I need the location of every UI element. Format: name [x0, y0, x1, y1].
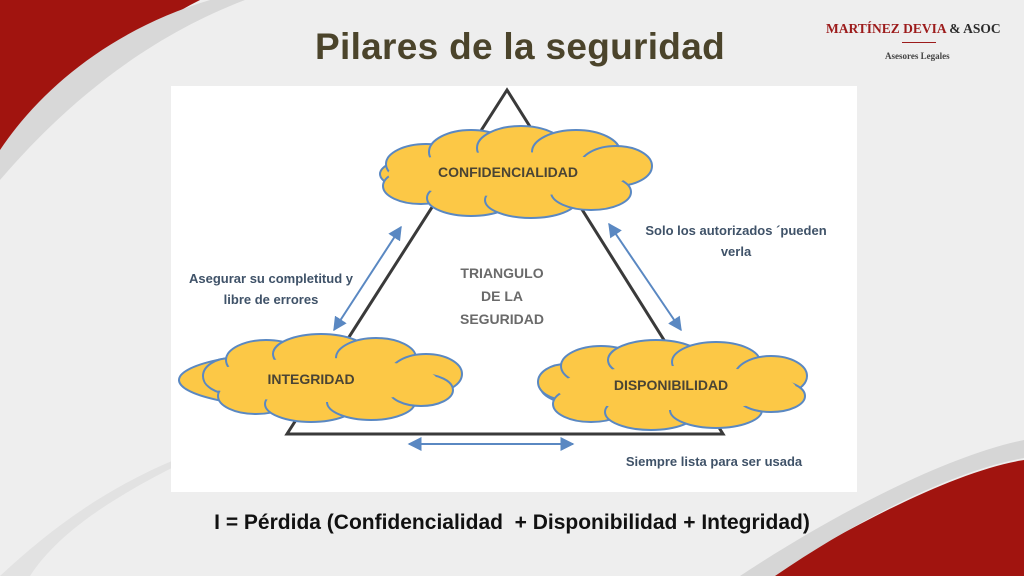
slide-title: Pilares de la seguridad [315, 26, 725, 67]
note-right: Solo los autorizados ´pueden verla [621, 220, 851, 262]
cloud-right-shape [537, 339, 808, 431]
logo-name-suffix: & ASOC [949, 21, 1001, 36]
logo-name-main: MARTÍNEZ DEVIA [826, 21, 946, 36]
note-bottom: Siempre lista para ser usada [625, 454, 803, 469]
cloud-top-shape [379, 125, 653, 219]
center-label-line-1: TRIANGULO [460, 265, 544, 281]
security-triangle-diagram: CONFIDENCIALIDAD INTEGRIDAD DISPONIBILID… [171, 86, 857, 492]
note-right-line-2: verla [720, 244, 752, 259]
note-left: Asegurar su completitud y libre de error… [171, 268, 371, 310]
cloud-label-integridad: INTEGRIDAD [267, 371, 355, 387]
firm-logo: MARTÍNEZ DEVIA & ASOC Asesores Legales [826, 18, 1016, 68]
center-label-line-2: DE LA [481, 288, 523, 304]
logo-name: MARTÍNEZ DEVIA & ASOC [826, 21, 1016, 37]
logo-subtitle: Asesores Legales [885, 51, 950, 61]
arrow-right [608, 222, 682, 332]
risk-formula: I = Pérdida (Confidencialidad + Disponib… [214, 511, 810, 534]
note-right-line-1: Solo los autorizados ´pueden [645, 223, 827, 238]
cloud-label-disponibilidad: DISPONIBILIDAD [613, 377, 729, 393]
logo-divider [902, 42, 936, 43]
note-left-line-1: Asegurar su completitud y [189, 271, 353, 286]
note-left-line-2: libre de errores [223, 292, 319, 307]
arrow-left [333, 225, 402, 332]
diagram-graphics [178, 87, 808, 451]
cloud-left-shape [178, 333, 463, 423]
cloud-label-confidencialidad: CONFIDENCIALIDAD [438, 164, 578, 180]
center-label: TRIANGULO DE LA SEGURIDAD [427, 262, 577, 331]
center-label-line-3: SEGURIDAD [459, 311, 544, 327]
